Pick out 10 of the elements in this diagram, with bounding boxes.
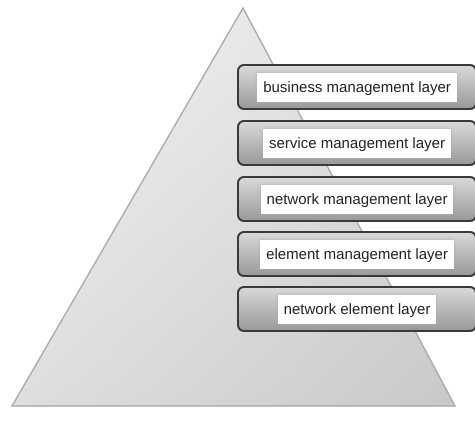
layer-box	[237, 231, 475, 277]
layer-label: business management layer	[257, 72, 457, 102]
layer-box	[237, 176, 475, 222]
layer-label: network management layer	[260, 184, 454, 214]
layer-box	[237, 120, 475, 166]
layer-box	[237, 64, 475, 110]
layer-label: service management layer	[263, 128, 451, 158]
layer-box	[237, 286, 475, 332]
layer-label: element management layer	[260, 240, 454, 268]
layer-label: network element layer	[278, 294, 436, 324]
